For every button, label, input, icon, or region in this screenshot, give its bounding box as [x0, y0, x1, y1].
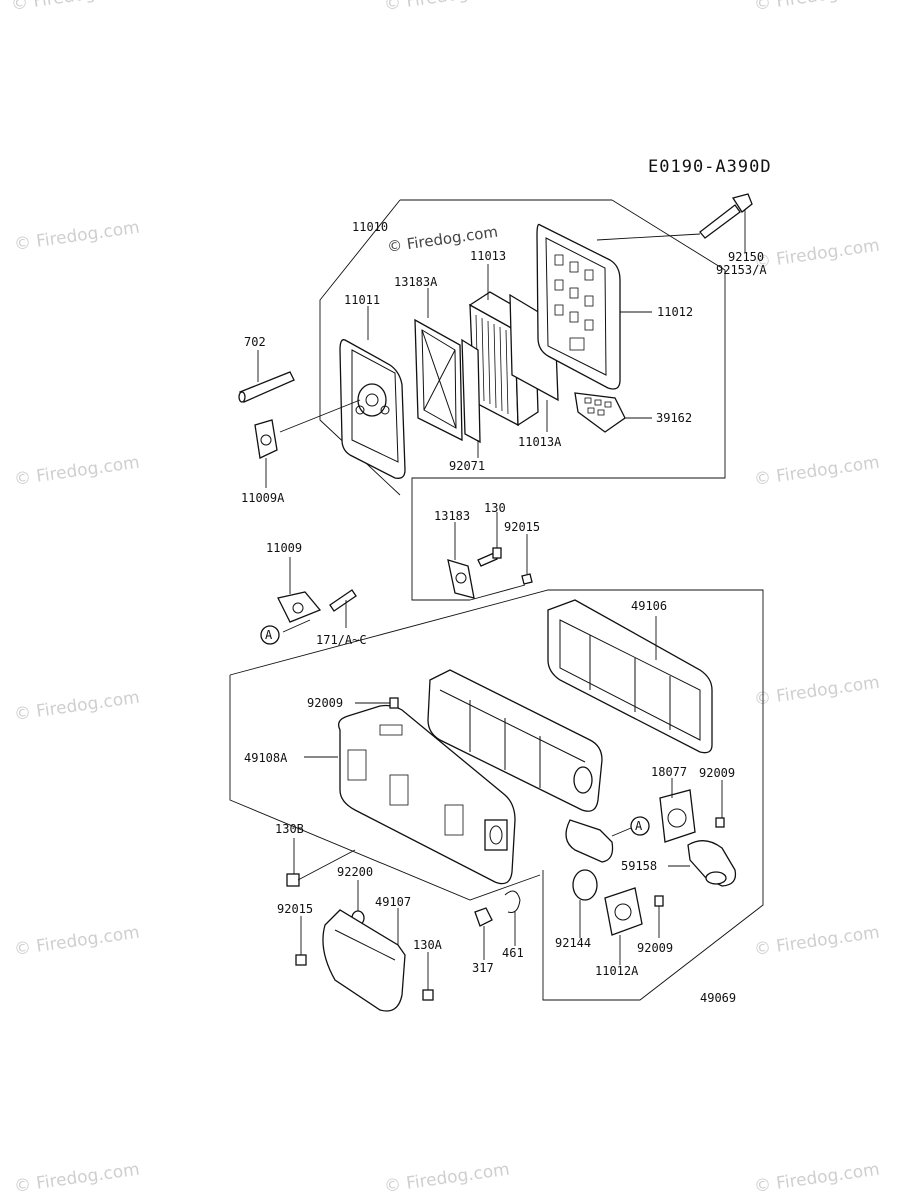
label-11010: 11010 — [352, 220, 388, 234]
watermark: © Firedog.com — [383, 0, 511, 15]
flange-11012A — [604, 887, 643, 965]
callout-letter: A — [635, 819, 643, 833]
watermarks: © Firedog.com © Firedog.com © Firedog.co… — [10, 0, 881, 1197]
part-labels: 11010 11013 13183A 11011 11012 92150 921… — [241, 220, 767, 1005]
watermark: © Firedog.com — [753, 1160, 881, 1197]
bolt-130B — [286, 838, 356, 887]
bolt-92009-upper — [355, 697, 399, 709]
group-outline-muffler-left — [229, 675, 541, 901]
rod-702 — [238, 350, 295, 403]
label-92009-upper: 92009 — [307, 696, 343, 710]
label-11012: 11012 — [657, 305, 693, 319]
intake-gasket-13183 — [447, 522, 475, 599]
label-317: 317 — [472, 961, 494, 975]
label-92015-upper: 92015 — [504, 520, 540, 534]
label-13183A: 13183A — [394, 275, 438, 289]
label-461: 461 — [502, 946, 524, 960]
ring-461 — [504, 890, 521, 946]
label-11009A: 11009A — [241, 491, 285, 505]
gasket-92144 — [572, 869, 598, 938]
group-outline-muffler — [229, 589, 764, 1001]
label-92009-lower: 92009 — [637, 941, 673, 955]
label-39162: 39162 — [656, 411, 692, 425]
label-49107: 49107 — [375, 895, 411, 909]
nut-317 — [474, 907, 493, 960]
watermark: © Firedog.com — [753, 453, 881, 490]
nut-92015-upper — [469, 534, 533, 601]
muffler-body — [427, 669, 614, 863]
watermark: © Firedog.com — [383, 1160, 511, 1197]
label-92144: 92144 — [555, 936, 591, 950]
label-130: 130 — [484, 501, 506, 515]
watermark: © Firedog.com — [13, 688, 141, 725]
bolt-92150 — [596, 193, 753, 252]
label-92200: 92200 — [337, 865, 373, 879]
label-171: 171/A~C — [316, 633, 367, 647]
watermark: © Firedog.com — [13, 453, 141, 490]
label-59158: 59158 — [621, 859, 657, 873]
muffler-cover-49108A — [304, 704, 516, 885]
label-13183: 13183 — [434, 509, 470, 523]
nut-92015-lower — [295, 916, 307, 966]
pipe-59158 — [668, 840, 737, 887]
watermark: © Firedog.com — [10, 0, 138, 15]
label-11013A: 11013A — [518, 435, 562, 449]
watermark: © Firedog.com — [753, 0, 881, 15]
watermark: © Firedog.com — [753, 673, 881, 710]
label-130B: 130B — [275, 822, 304, 836]
cap-39162 — [574, 392, 626, 433]
watermark: © Firedog.com — [13, 923, 141, 960]
watermark: © Firedog.com — [13, 1160, 141, 1197]
callout-letter: A — [265, 628, 273, 642]
label-49108A: 49108A — [244, 751, 288, 765]
leaders-upper — [367, 264, 652, 458]
guard-49107 — [322, 908, 406, 1012]
label-92009-right: 92009 — [699, 766, 735, 780]
label-49069: 49069 — [700, 991, 736, 1005]
label-11009: 11009 — [266, 541, 302, 555]
bolt-130 — [477, 512, 502, 567]
group-outline-air-cleaner — [411, 199, 726, 601]
label-92150: 92150 — [728, 250, 764, 264]
callout-a-left: A — [260, 625, 280, 645]
label-92153A: 92153/A — [716, 263, 767, 277]
gasket-11009 — [277, 557, 357, 633]
air-cleaner-cover-11012 — [536, 223, 621, 390]
label-92015-lower: 92015 — [277, 902, 313, 916]
flange-18077 — [659, 778, 696, 843]
gasket-11009A — [254, 399, 361, 488]
label-11012A: 11012A — [595, 964, 639, 978]
bolt-92009-right — [715, 780, 725, 828]
label-49106: 49106 — [631, 599, 667, 613]
cover-92071 — [461, 338, 481, 444]
air-cleaner-base-11011 — [339, 339, 406, 479]
callout-a-right: A — [611, 816, 650, 837]
watermark: © Firedog.com — [13, 218, 141, 255]
label-92071: 92071 — [449, 459, 485, 473]
label-18077: 18077 — [651, 765, 687, 779]
bolt-92009-lower — [654, 895, 664, 938]
label-11011: 11011 — [344, 293, 380, 307]
gasket-13183A — [414, 318, 463, 442]
muffler-bracket-49106 — [547, 599, 713, 754]
bolt-130A — [422, 952, 434, 1001]
label-11013: 11013 — [470, 249, 506, 263]
label-130A: 130A — [413, 938, 443, 952]
label-702: 702 — [244, 335, 266, 349]
watermark: © Firedog.com — [753, 236, 881, 273]
watermark: © Firedog.com — [753, 923, 881, 960]
diagram-code: E0190-A390D — [648, 157, 772, 177]
